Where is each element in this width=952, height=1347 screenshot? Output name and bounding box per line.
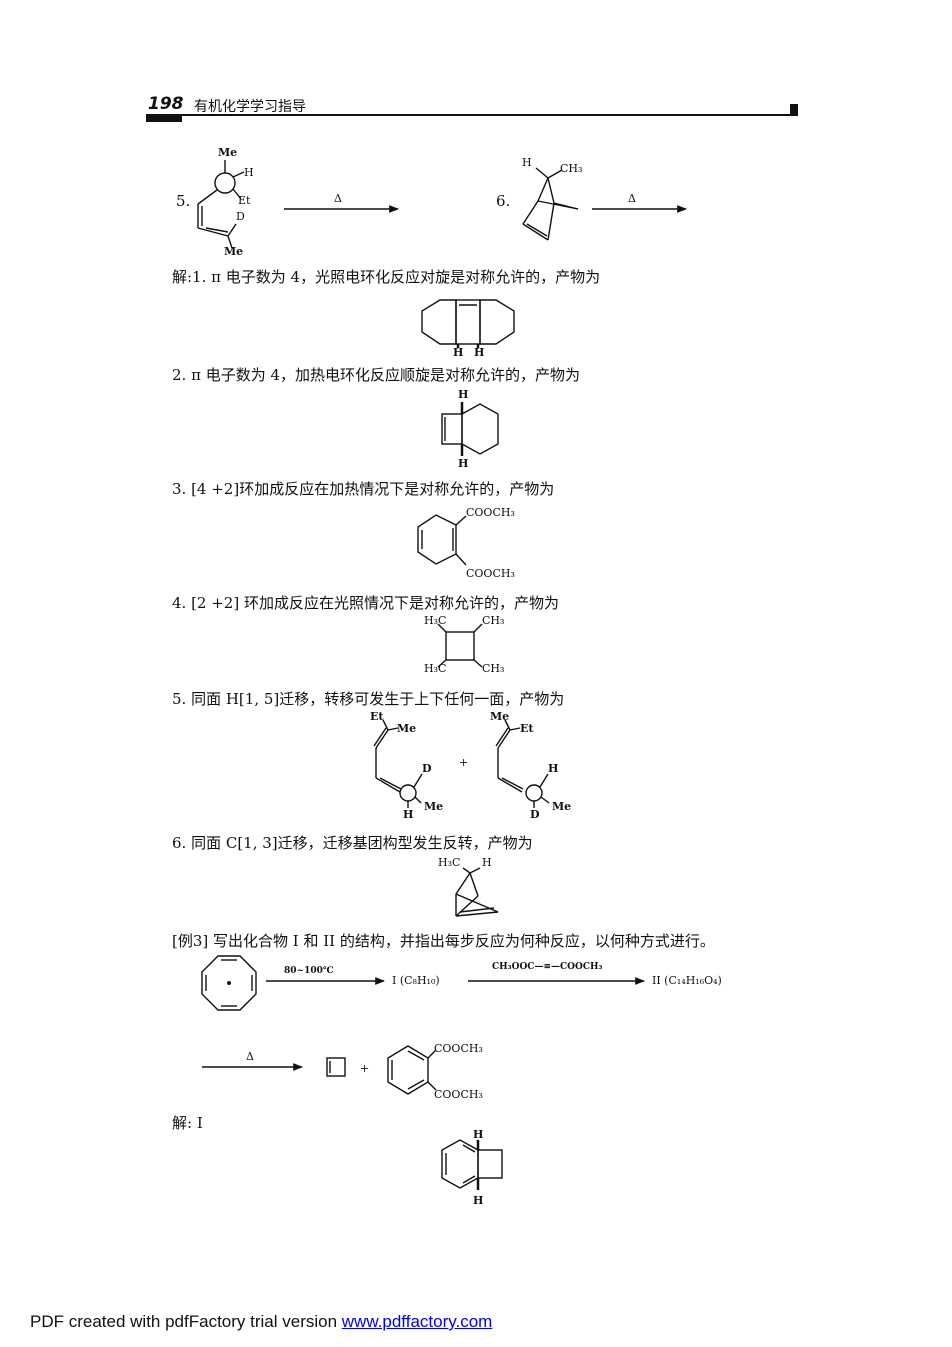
a3-cooch3-bottom: COOCH₃	[466, 567, 515, 580]
solution-I-structure	[441, 1139, 503, 1190]
answer-1-text: 解:1. π 电子数为 4，光照电环化反应对旋是对称允许的，产物为	[172, 268, 601, 286]
a4-product-structure	[437, 623, 483, 668]
answer-6-text: 6. 同面 C[1, 3]迁移，迁移基团构型发生反转，产物为	[172, 834, 533, 852]
a5-right-et: Et	[520, 722, 534, 735]
dimethyl-phthalate-structure	[387, 1045, 437, 1095]
a5-right-product-structure	[495, 719, 550, 808]
p5-reactant-structure	[197, 160, 245, 249]
p6-h: H	[522, 156, 532, 169]
a3-cooch3-top: COOCH₃	[466, 506, 515, 519]
p5-arrow-label: Δ	[334, 192, 342, 205]
a6-h3c: H₃C	[438, 856, 461, 869]
ex3-sol-h-bottom: H	[473, 1194, 484, 1207]
a5-left-me2: Me	[424, 800, 444, 813]
footer-text: PDF created with pdfFactory trial versio…	[30, 1312, 342, 1331]
ex3-compound-1: I (C₈H₁₀)	[392, 974, 440, 987]
cyclobutene-structure	[326, 1057, 346, 1077]
a1-product-structure	[421, 299, 515, 348]
answer-5-text: 5. 同面 H[1, 5]迁移，转移可发生于上下任何一面，产物为	[172, 690, 565, 708]
a5-left-h: H	[403, 808, 414, 821]
answer-3-text: 3. [4 +2]环加成反应在加热情况下是对称允许的，产物为	[172, 480, 555, 498]
a5-right-me: Me	[490, 710, 510, 723]
ex3-compound-2: II (C₁₄H₁₆O₄)	[652, 974, 722, 987]
p5-me-top: Me	[218, 146, 238, 159]
a1-h-right: H	[474, 346, 485, 359]
p6-ch3: CH₃	[560, 162, 583, 175]
p5-me-bottom: Me	[224, 245, 244, 258]
a2-h-bottom: H	[458, 457, 469, 470]
a5-right-me2: Me	[552, 800, 572, 813]
header-bar	[146, 116, 182, 122]
a2-h-top: H	[458, 388, 469, 401]
a6-product-structure	[455, 867, 499, 917]
a5-right-h: H	[548, 762, 559, 775]
a4-h3c-top: H₃C	[424, 614, 447, 627]
a2-product-structure	[441, 402, 499, 456]
ex3-cooch3-top: COOCH₃	[434, 1042, 483, 1055]
a4-ch3-top: CH₃	[482, 614, 505, 627]
a4-ch3-bottom: CH₃	[482, 662, 505, 675]
a5-right-d: D	[530, 808, 540, 821]
ex3-solution-label: 解: I	[172, 1114, 203, 1132]
header-rule	[146, 114, 794, 116]
p5-label: 5.	[176, 192, 191, 210]
a5-plus: +	[459, 756, 469, 769]
a5-left-et: Et	[370, 710, 384, 723]
ex3-cooch3-bottom: COOCH₃	[434, 1088, 483, 1101]
a1-h-left: H	[453, 346, 464, 359]
footer-link[interactable]: www.pdffactory.com	[341, 1312, 493, 1331]
p5-et: Et	[238, 194, 251, 207]
a4-h3c-bottom: H₃C	[424, 662, 447, 675]
answer-4-text: 4. [2 +2] 环加成反应在光照情况下是对称允许的，产物为	[172, 594, 559, 612]
a6-h: H	[482, 856, 492, 869]
page-number: 198	[148, 94, 184, 114]
cyclooctatetraene-structure	[201, 955, 257, 1011]
a5-left-d: D	[422, 762, 432, 775]
p5-h: H	[244, 166, 254, 179]
ex3-reagent-2: CH₃OOC—≡—COOCH₃	[492, 962, 603, 972]
book-title: 有机化学学习指导	[194, 99, 306, 115]
footer: PDF created with pdfFactory trial versio…	[30, 1312, 492, 1332]
answer-2-text: 2. π 电子数为 4，加热电环化反应顺旋是对称允许的，产物为	[172, 366, 581, 384]
a3-product-structure	[417, 514, 467, 566]
example-3-text: [例3] 写出化合物 I 和 II 的结构，并指出每步反应为何种反应，以何种方式…	[172, 932, 715, 950]
a5-left-product-structure	[373, 719, 423, 808]
ex3-condition-1: 80~100℃	[284, 966, 334, 976]
p6-arrow-label: Δ	[628, 192, 636, 205]
ex3-plus: +	[360, 1062, 370, 1075]
p5-d: D	[236, 210, 245, 223]
header-marker	[790, 104, 798, 116]
p6-reactant-structure	[522, 167, 579, 241]
a5-left-me: Me	[397, 722, 417, 735]
p6-label: 6.	[496, 192, 511, 210]
ex3-arrow-3-label: Δ	[246, 1050, 254, 1063]
ex3-sol-h-top: H	[473, 1128, 484, 1141]
